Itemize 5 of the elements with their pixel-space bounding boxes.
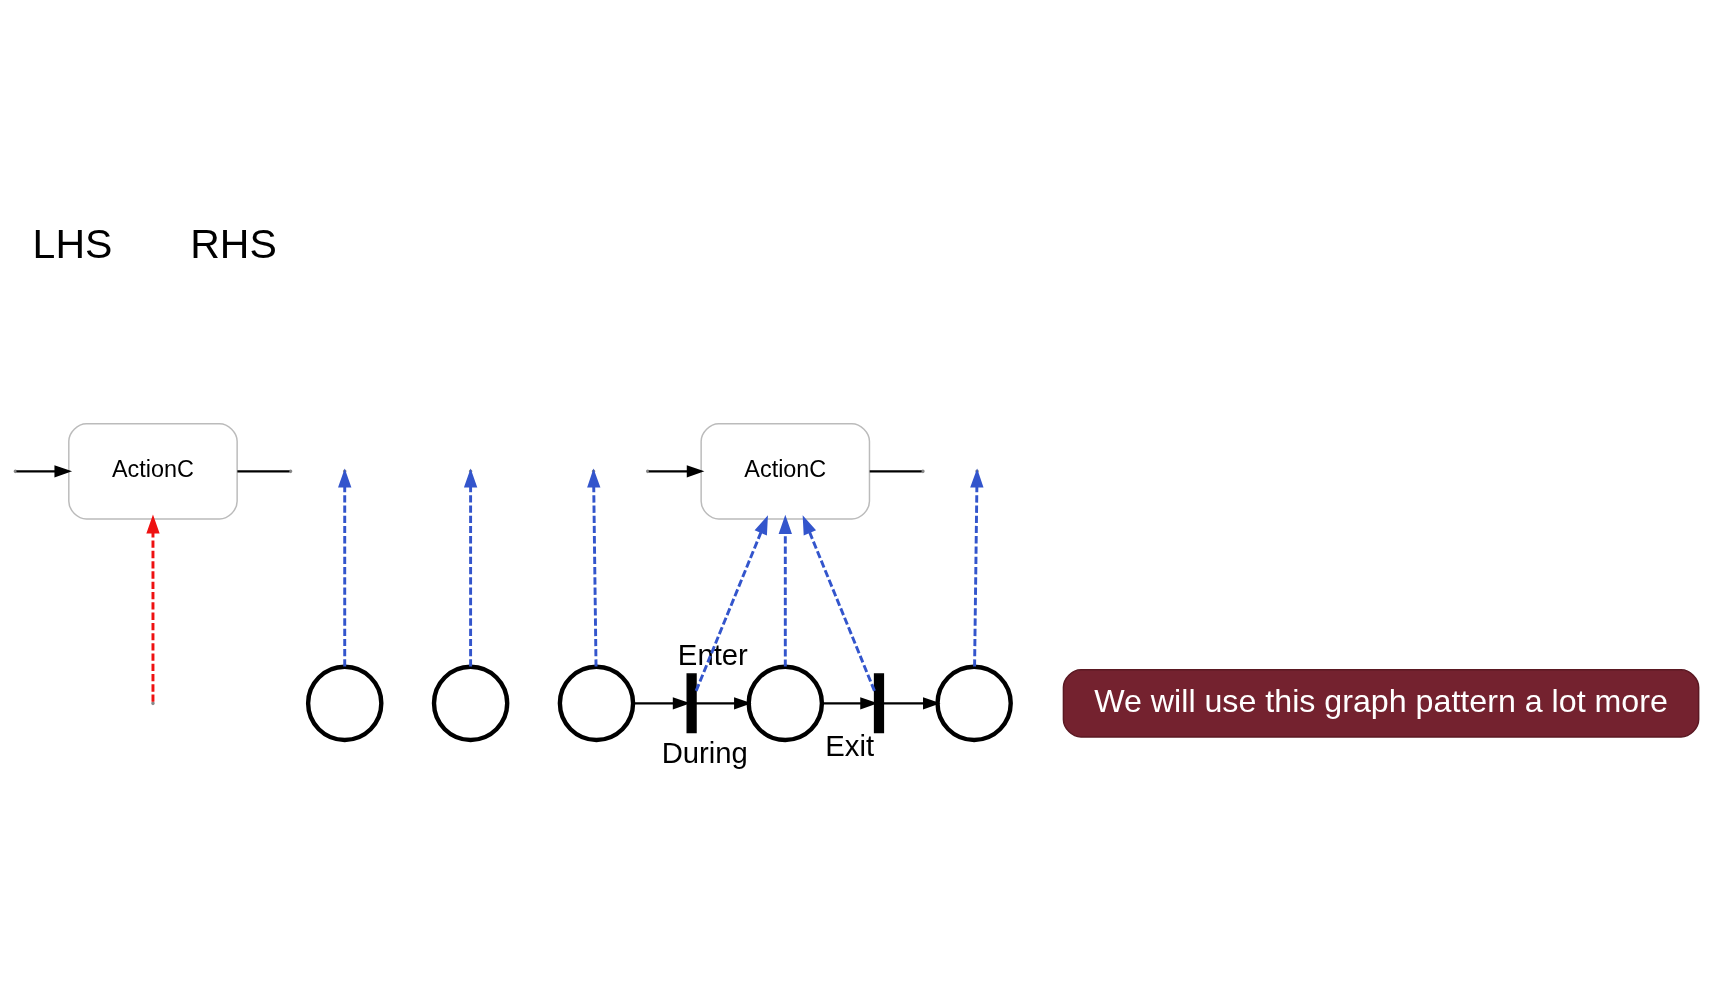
node-label: Exit <box>825 730 875 763</box>
label: RHS <box>190 220 277 267</box>
node-label: Enter <box>677 639 748 672</box>
label: LHS <box>32 220 113 267</box>
node-label: During <box>661 737 748 770</box>
